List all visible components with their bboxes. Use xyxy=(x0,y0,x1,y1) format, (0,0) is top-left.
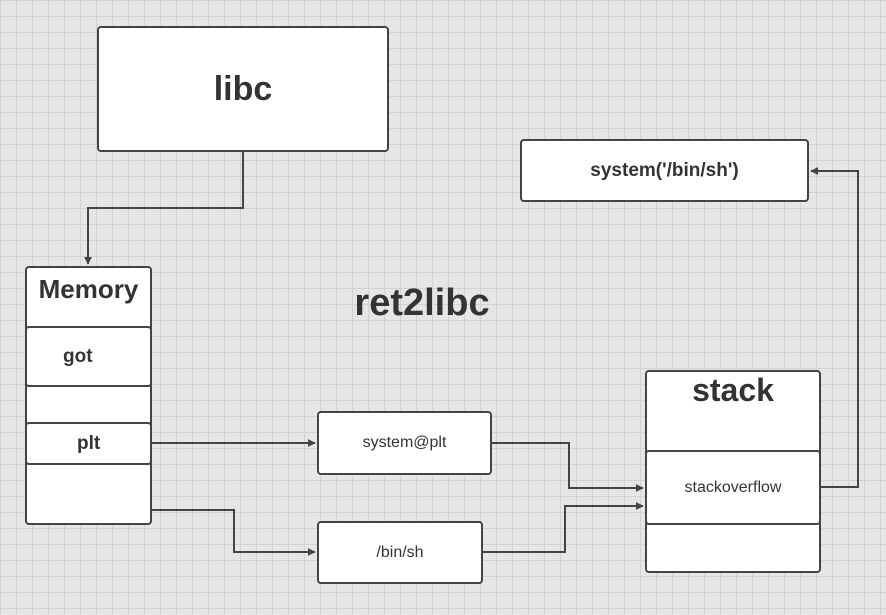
system-plt-node: system@plt xyxy=(317,411,492,475)
plt-label: plt xyxy=(77,432,101,454)
got-node: got xyxy=(25,326,152,387)
system-call-node: system('/bin/sh') xyxy=(520,139,809,202)
memory-label: Memory xyxy=(38,274,139,304)
diagram-title: ret2libc xyxy=(354,282,490,324)
memory-node: Memory xyxy=(25,266,152,525)
libc-node: libc xyxy=(97,26,389,152)
system-plt-label: system@plt xyxy=(362,434,447,451)
stackoverflow-node: stackoverflow xyxy=(645,450,821,525)
stack-label: stack xyxy=(692,372,774,408)
plt-node: plt xyxy=(25,422,152,465)
edge-system-plt-to-stackoverflow xyxy=(492,442,644,492)
bin-sh-label: /bin/sh xyxy=(376,543,424,561)
bin-sh-node: /bin/sh xyxy=(317,521,483,584)
stackoverflow-label: stackoverflow xyxy=(684,478,782,496)
system-call-label: system('/bin/sh') xyxy=(590,159,739,181)
got-label: got xyxy=(63,345,93,367)
edge-memory-to-bin-sh xyxy=(152,509,316,556)
edge-bin-sh-to-stackoverflow xyxy=(483,502,644,553)
edge-libc-to-memory xyxy=(84,152,244,265)
libc-label: libc xyxy=(213,69,273,108)
